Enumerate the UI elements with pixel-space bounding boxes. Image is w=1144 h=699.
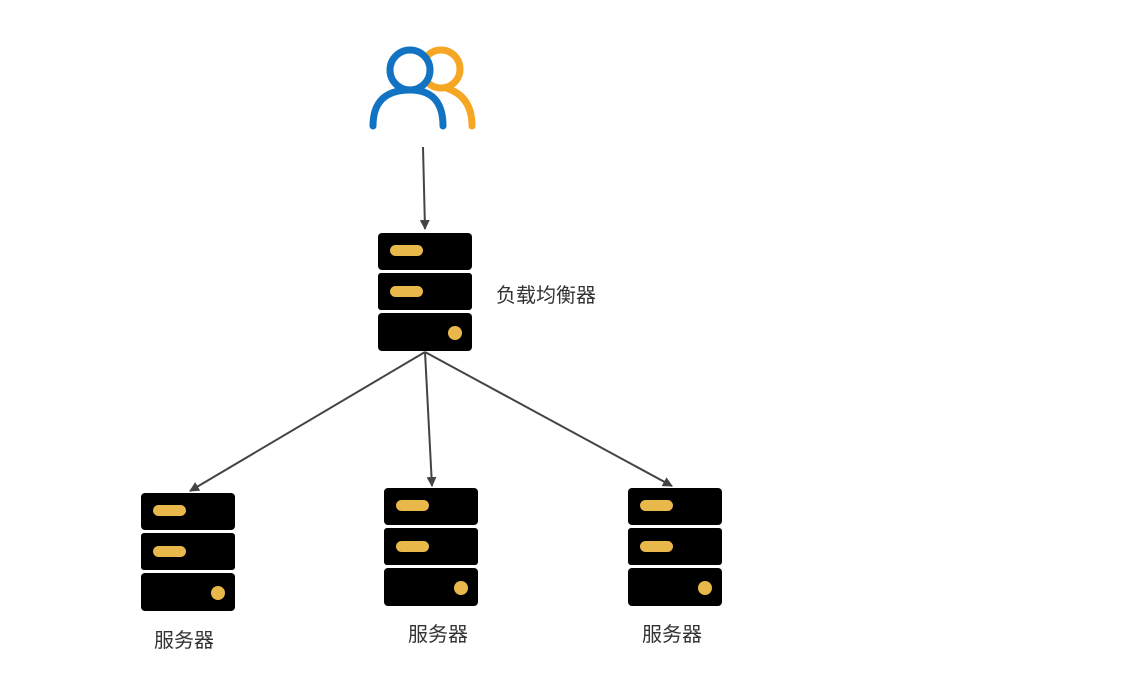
server-1-icon <box>141 493 235 611</box>
edges <box>189 146 673 492</box>
load-balancer-label: 负载均衡器 <box>496 283 596 307</box>
edge-load-balancer-to-server-1 <box>189 351 426 492</box>
server-1-label: 服务器 <box>154 628 214 652</box>
server-3-icon <box>628 488 722 606</box>
load-balancer-server-icon <box>378 233 472 351</box>
server-3-label: 服务器 <box>642 622 702 646</box>
users-icon <box>369 46 476 130</box>
edge-load-balancer-to-server-2 <box>424 351 437 487</box>
server-2-icon <box>384 488 478 606</box>
edge-load-balancer-to-server-3 <box>424 351 673 487</box>
edge-user-to-load-balancer <box>419 146 430 230</box>
server-2-label: 服务器 <box>408 622 468 646</box>
